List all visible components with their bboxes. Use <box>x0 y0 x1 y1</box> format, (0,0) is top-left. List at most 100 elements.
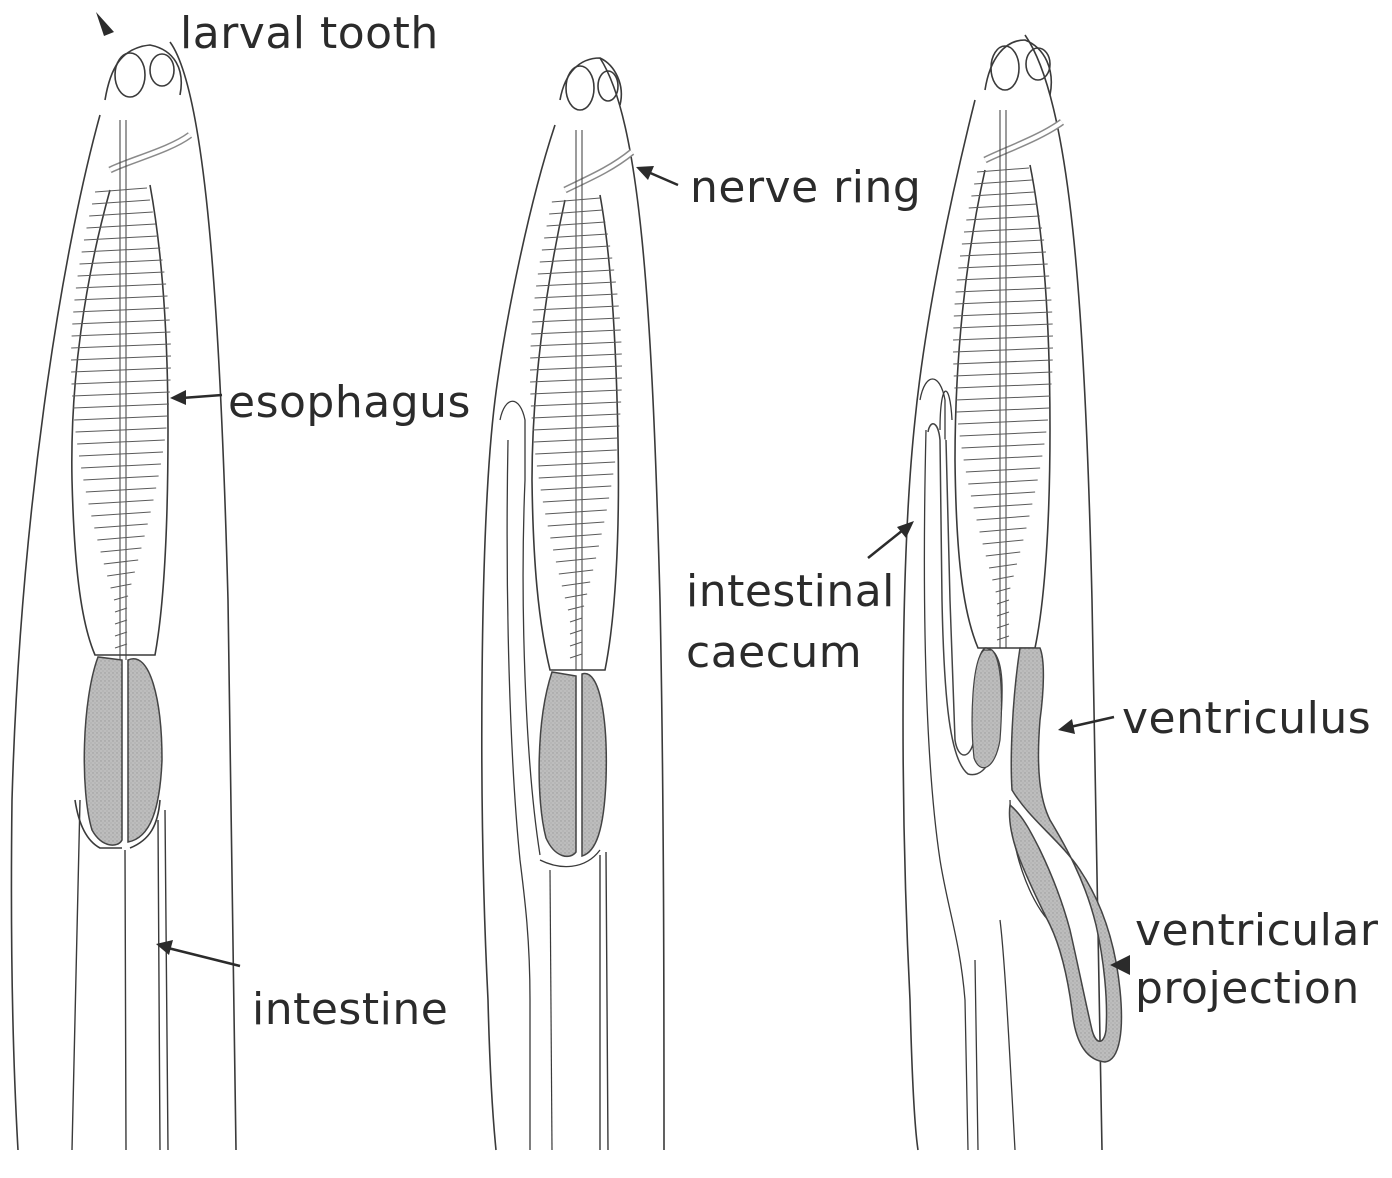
label-ventriculus: ventriculus <box>1122 697 1371 741</box>
esophagus-striation <box>955 396 1050 400</box>
esophagus-striation <box>958 264 1047 268</box>
label-esophagus: esophagus <box>228 381 471 425</box>
esophagus-striation <box>997 600 1009 604</box>
esophagus-striation <box>960 252 1046 256</box>
esophagus-striation <box>964 456 1043 460</box>
esophagus-striation <box>97 536 144 540</box>
nerve-ring-arrow <box>648 172 678 185</box>
esophagus-striation <box>969 204 1038 208</box>
esophagus-striation <box>997 624 1009 628</box>
label-intestinal-caecum-line1: intestinal <box>686 570 895 614</box>
esophagus-striation <box>115 644 127 648</box>
esophagus-striation <box>980 528 1027 532</box>
larva-2 <box>482 58 664 1150</box>
esophagus-striation <box>962 444 1045 448</box>
esophagus-striation <box>986 552 1020 556</box>
esophagus-striation <box>89 212 153 216</box>
esophagus-striation <box>115 632 127 636</box>
esophagus-striation <box>962 240 1044 244</box>
esophagus-striation <box>953 360 1052 364</box>
esophagus-striation <box>958 420 1048 424</box>
esophagus-striation <box>968 480 1037 484</box>
larva-1 <box>11 42 236 1150</box>
esophagus-striation <box>72 320 169 324</box>
esophagus-striation <box>997 612 1009 616</box>
larva-3-esophagus-striations <box>953 168 1053 640</box>
esophagus-striation <box>974 504 1033 508</box>
esophagus-striation <box>953 324 1052 328</box>
esophagus-striation <box>992 576 1013 580</box>
label-ventricular-projection-line1: ventricular <box>1135 909 1378 953</box>
esophagus-striation <box>71 356 171 360</box>
esophagus-striation <box>971 492 1035 496</box>
esophagus-striation <box>84 236 158 240</box>
esophagus-striation <box>95 188 147 192</box>
label-intestine: intestine <box>252 988 448 1032</box>
esophagus-striation <box>76 284 166 288</box>
esophagus-striation <box>74 296 167 300</box>
ventriculus-arrow <box>1070 717 1114 727</box>
larval-tooth-arrowhead <box>96 12 114 36</box>
esophagus-striation <box>966 216 1039 220</box>
esophagus-striation <box>101 548 142 552</box>
esophagus-striation <box>83 476 158 480</box>
esophagus-striation <box>956 288 1051 292</box>
esophagus-striation <box>86 488 156 492</box>
esophagus-striation <box>977 516 1030 520</box>
esophagus-striation <box>92 200 150 204</box>
label-nerve-ring: nerve ring <box>690 166 921 210</box>
esophagus-striation <box>79 452 163 456</box>
esophagus-striation <box>960 432 1047 436</box>
larva-1-ventriculus <box>84 657 162 845</box>
esophagus-striation <box>983 540 1024 544</box>
label-ventricular-projection-line2: projection <box>1135 967 1360 1011</box>
label-larval-tooth: larval tooth <box>180 12 439 56</box>
esophagus-striation <box>104 560 138 564</box>
esophagus-striation <box>954 372 1053 376</box>
arrows <box>96 12 1130 975</box>
esophagus-striation <box>73 404 169 408</box>
esophagus-striation <box>82 248 161 252</box>
larva-3-esophagus <box>955 165 1050 648</box>
esophagus-striation <box>89 500 154 504</box>
label-intestinal-caecum-line2: caecum <box>686 631 862 675</box>
esophagus-striation <box>953 348 1053 352</box>
esophagus-striation <box>81 464 161 468</box>
larva-1-esophagus-striations <box>71 188 171 648</box>
esophagus-striation <box>957 408 1050 412</box>
esophagus-striation <box>73 308 169 312</box>
esophagus-striation <box>953 336 1053 340</box>
esophagus-striation <box>966 468 1040 472</box>
esophagus-striation <box>964 228 1042 232</box>
esophagus-striation <box>997 636 1009 640</box>
larva-1-intestine <box>72 800 168 1150</box>
esophagus-striation <box>91 512 150 516</box>
esophagus-striation <box>71 380 170 384</box>
esophagus-striation <box>954 384 1051 388</box>
esophagus-arrow <box>182 395 222 398</box>
esophagus-striation <box>996 588 1011 592</box>
esophagus-striation <box>71 368 171 372</box>
esophagus-striation <box>107 572 135 576</box>
intestinal-caecum-arrow <box>868 530 903 558</box>
esophagus-striation <box>115 608 127 612</box>
esophagus-striation <box>72 392 170 396</box>
intestine-arrow <box>168 948 240 966</box>
esophagus-striation <box>71 344 171 348</box>
esophagus-striation <box>72 332 171 336</box>
esophagus-striation <box>94 524 147 528</box>
esophagus-striation <box>954 312 1052 316</box>
esophagus-striation <box>115 620 127 624</box>
esophagus-striation <box>989 564 1017 568</box>
esophagus-striation <box>77 440 165 444</box>
esophagus-striation <box>111 584 132 588</box>
larva-3-ventriculus <box>1009 648 1121 1062</box>
larva-2-body-right <box>600 58 664 1150</box>
esophagus-striation <box>957 276 1049 280</box>
larva-2-esophagus <box>532 195 618 670</box>
larva-2-ventriculus <box>539 672 606 856</box>
esophagus-striation <box>86 224 155 228</box>
esophagus-striation <box>76 428 167 432</box>
esophagus-striation <box>955 300 1052 304</box>
esophagus-striation <box>74 416 168 420</box>
